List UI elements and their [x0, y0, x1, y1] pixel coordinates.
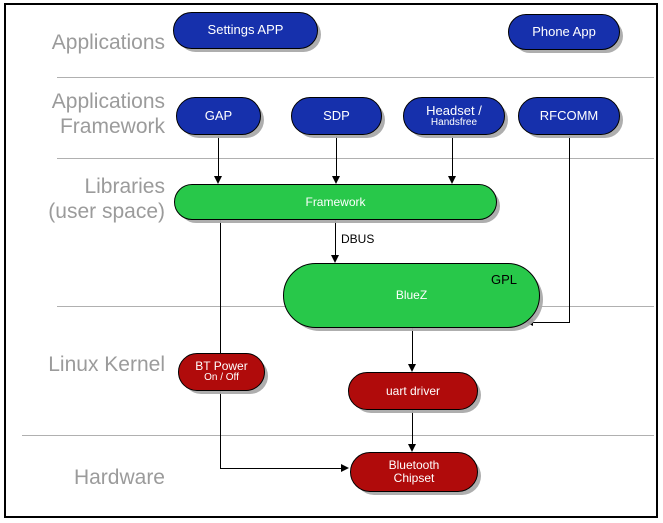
edge-sdp-to-framework-line — [336, 136, 337, 178]
layer-label-applications-framework: Applications Framework — [51, 90, 165, 138]
edge-label-dbus: DBUS — [341, 232, 375, 246]
edge-uart-to-chipset-line — [412, 410, 413, 446]
node-settings-app-label: Settings APP — [207, 22, 284, 38]
layer-label-linux-kernel: Linux Kernel — [48, 353, 165, 376]
node-headset-handsfree[interactable]: Headset / Handsfree — [403, 97, 505, 135]
layer-label-hardware: Hardware — [73, 466, 165, 489]
node-gap[interactable]: GAP — [176, 97, 261, 135]
edge-uart-to-chipset-arrow — [407, 444, 416, 452]
node-bt-power[interactable]: BT Power On / Off — [178, 353, 265, 391]
node-bt-power-label: BT Power — [195, 359, 248, 374]
node-headset-sublabel: Handsfree — [430, 116, 478, 128]
edge-headset-to-framework-line — [452, 136, 453, 178]
node-bluez[interactable]: BlueZ GPL — [283, 263, 540, 328]
layer-label-applications: Applications — [51, 31, 165, 54]
node-uart-driver-label: uart driver — [385, 383, 441, 398]
node-bluez-label: BlueZ — [395, 288, 428, 303]
node-phone-app-label: Phone App — [532, 23, 596, 39]
edge-framework-to-chipset-arrow — [341, 463, 349, 472]
edge-gap-to-framework-arrow — [213, 176, 222, 184]
node-framework-label: Framework — [305, 194, 366, 209]
node-rfcomm[interactable]: RFCOMM — [518, 97, 620, 135]
edge-framework-to-bluez-line — [335, 219, 336, 257]
divider-framework-libraries — [57, 158, 654, 159]
edge-bluez-to-uart-arrow — [407, 364, 416, 372]
node-bluetooth-chipset[interactable]: Bluetooth Chipset — [350, 452, 478, 492]
edge-framework-to-chipset-hline — [220, 468, 342, 469]
diagram-frame — [4, 3, 658, 518]
node-phone-app[interactable]: Phone App — [508, 14, 620, 50]
node-bluez-license-badge: GPL — [490, 272, 517, 287]
node-bluetooth-chipset-label: Bluetooth — [388, 458, 440, 473]
edge-headset-to-framework-arrow — [447, 176, 456, 184]
divider-kernel-hardware — [22, 435, 654, 436]
layer-label-libraries: Libraries (user space) — [48, 175, 165, 223]
edge-sdp-to-framework-arrow — [331, 176, 340, 184]
node-bt-power-sublabel: On / Off — [204, 372, 239, 384]
edge-framework-to-bluez-arrow — [330, 255, 339, 263]
node-gap-label: GAP — [204, 107, 233, 123]
node-sdp[interactable]: SDP — [291, 97, 382, 135]
edge-rfcomm-to-bluez-vline — [569, 136, 570, 323]
edge-framework-to-chipset-vline — [220, 219, 221, 469]
node-bluetooth-chipset-sublabel: Chipset — [393, 471, 435, 485]
edge-bluez-to-uart-line — [412, 328, 413, 366]
node-headset-label: Headset / — [426, 102, 482, 118]
node-uart-driver[interactable]: uart driver — [348, 372, 478, 410]
node-rfcomm-label: RFCOMM — [539, 107, 599, 123]
edge-rfcomm-to-bluez-arrow — [525, 317, 533, 326]
node-settings-app[interactable]: Settings APP — [173, 12, 318, 49]
node-framework[interactable]: Framework — [174, 184, 497, 220]
edge-rfcomm-to-bluez-hline — [533, 322, 570, 323]
edge-gap-to-framework-line — [218, 136, 219, 178]
divider-applications-framework — [57, 77, 654, 78]
node-sdp-label: SDP — [323, 107, 350, 123]
